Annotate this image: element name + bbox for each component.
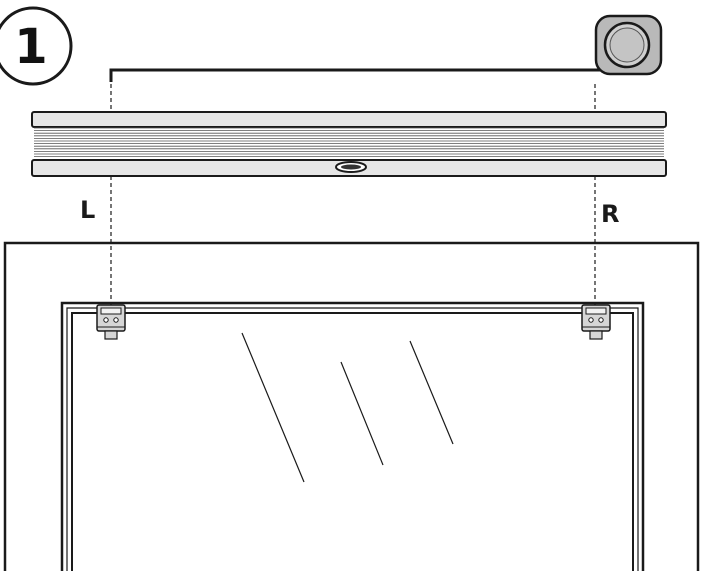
alignment-guides [110, 84, 596, 305]
bottom-rail-handle-icon [335, 161, 367, 173]
inner-frame-mid [66, 307, 639, 571]
blind-headrail [31, 111, 667, 177]
glass-reflections [241, 332, 454, 483]
tape-measure-icon [594, 14, 663, 76]
step-number: 1 [14, 19, 47, 75]
step-badge: 1 [0, 6, 73, 86]
outer-frame [3, 241, 700, 571]
mounting-bracket-icon [96, 304, 126, 340]
label-left: L [80, 196, 95, 224]
blind-pleats [34, 127, 664, 158]
measuring-tape [109, 14, 663, 82]
tape-line [109, 68, 604, 82]
inner-frame-inner [71, 312, 634, 571]
label-right: R [601, 200, 619, 228]
inner-frame-outer [60, 301, 645, 571]
mounting-bracket-icon [581, 304, 611, 340]
window-frame [3, 241, 700, 571]
step-circle [0, 6, 73, 86]
